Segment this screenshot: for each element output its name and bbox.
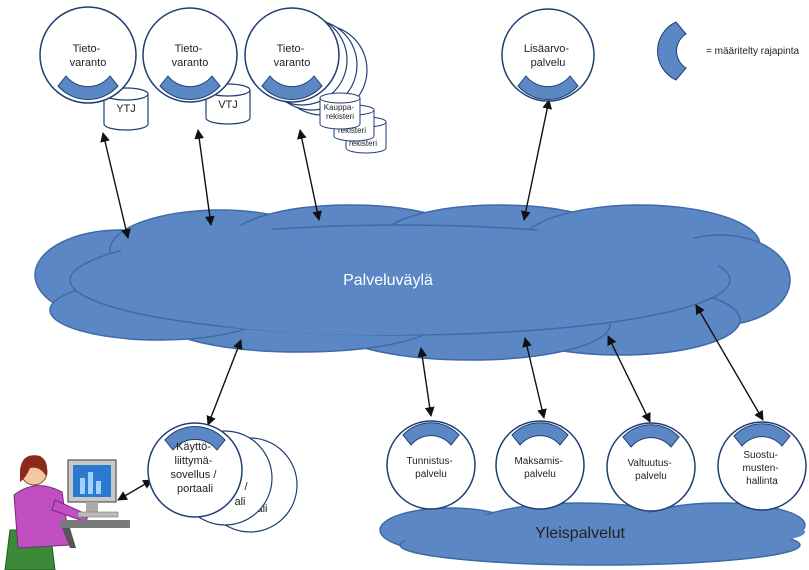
node-title: Suostu- musten- hallinta: [743, 450, 782, 487]
interface-cup: [159, 75, 221, 100]
user-interface-app: ali / ali Käyttö- liittymä- sovellus / p…: [147, 422, 298, 533]
node-title: Lisäarvo- palvelu: [524, 43, 572, 69]
arrow-valtuutus: [607, 335, 651, 423]
arrow-maksamis: [522, 337, 547, 419]
node-title: Tieto- varanto: [172, 43, 209, 69]
db-label: VTJ: [218, 99, 238, 111]
arrow-tunnistus: [417, 347, 435, 417]
arrow-kauppa: [297, 129, 322, 221]
data-source-ytj: YTJ Tieto- varanto: [39, 6, 149, 131]
user-at-computer-icon: [4, 455, 130, 570]
service-maksamis: Maksamis- palvelu: [495, 420, 585, 510]
interface-cup: [733, 423, 791, 447]
database-stack-icon: rekisteri rekisteri Kauppa- rekisteri: [319, 92, 387, 154]
legend: = määritelty rajapinta: [657, 21, 800, 81]
node-title: Käyttö- liittymä- sovellus / portaali: [171, 441, 220, 495]
common-services-cloud: [379, 502, 806, 566]
node-title: Maksamis- palvelu: [514, 456, 565, 480]
data-source-kaupparekisteri: rekisteri rekisteri Kauppa- rekisteri Ti…: [244, 7, 387, 154]
svg-text:ali: ali: [256, 503, 267, 515]
connections: [100, 99, 764, 501]
interface-cup: [622, 424, 680, 448]
value-added-service: Lisäarvo- palvelu: [501, 8, 595, 102]
node-title: Tieto- varanto: [274, 43, 311, 69]
arrow-user: [117, 479, 153, 501]
node-title: Tunnistus- palvelu: [406, 456, 455, 480]
interface-symbol: [657, 21, 687, 81]
service-suostumus: Suostu- musten- hallinta: [717, 421, 807, 511]
interface-cup: [402, 422, 460, 446]
svg-text:rekisteri: rekisteri: [338, 126, 366, 135]
service-valtuutus: Valtuutus- palvelu: [606, 422, 696, 512]
svg-text:rekisteri: rekisteri: [349, 139, 377, 148]
interface-cup: [511, 422, 569, 446]
data-source-vtj: VTJ Tieto- varanto: [142, 7, 251, 125]
db-label: YTJ: [116, 103, 136, 115]
svg-text:ali: ali: [234, 496, 245, 508]
arrow-vtj: [194, 129, 215, 226]
arrow-suostumus: [695, 304, 764, 421]
interface-cup: [164, 426, 226, 451]
interface-cup: [57, 75, 119, 100]
bus-label: Palveluväylä: [343, 272, 433, 289]
arrow-lisaarvo: [521, 99, 552, 221]
legend-text: = määritelty rajapinta: [706, 46, 800, 57]
bus-cloud: Palveluväylä: [34, 204, 791, 361]
svg-text:/: /: [244, 481, 248, 493]
interface-cup: [517, 75, 579, 100]
node-title: Valtuutus- palvelu: [627, 458, 674, 482]
interface-cup: [261, 75, 323, 100]
arrow-ui: [206, 339, 243, 426]
db-label: Kauppa- rekisteri: [324, 103, 356, 121]
arrow-ytj: [100, 132, 131, 239]
node-title: Tieto- varanto: [70, 43, 107, 69]
common-services-label: Yleispalvelut: [535, 525, 625, 542]
service-tunnistus: Tunnistus- palvelu: [386, 420, 476, 510]
database-icon: [205, 83, 251, 125]
